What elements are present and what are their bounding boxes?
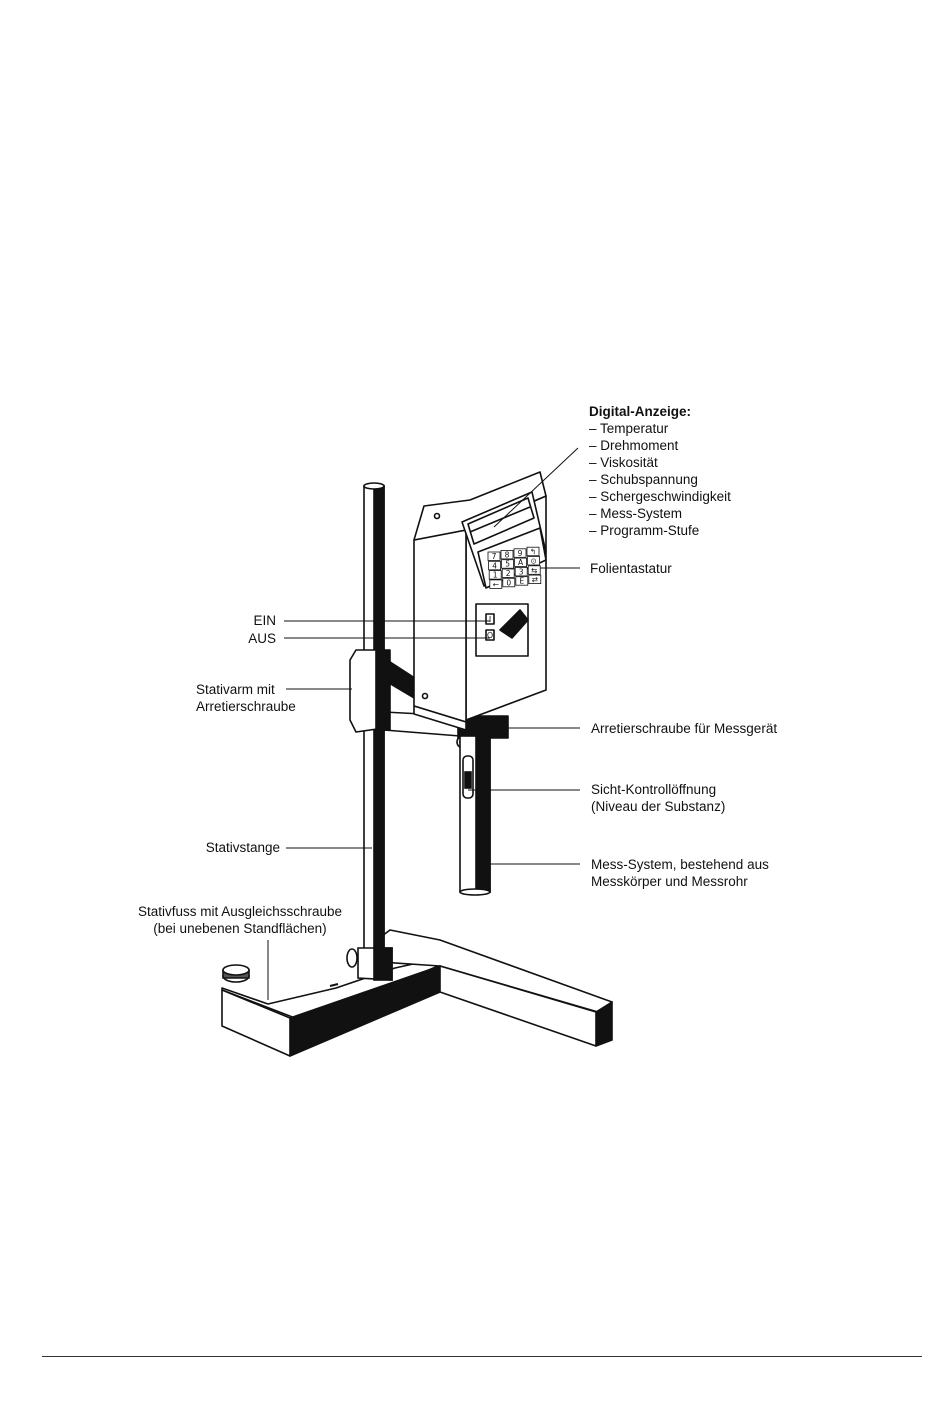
keypad-key xyxy=(501,559,515,569)
sight-window-label-line2: (Niveau der Substanz) xyxy=(591,799,726,814)
stand-foot-label-line2: (bei unebenen Standflächen) xyxy=(153,921,327,936)
measuring-system-label-line1: Mess-System, bestehend aus xyxy=(591,857,769,872)
off-label: AUS xyxy=(248,631,276,646)
display-item-torque: – Drehmoment xyxy=(589,438,679,453)
display-item-temperature: – Temperatur xyxy=(589,421,669,436)
keypad-key-label: ↰ xyxy=(530,547,536,556)
keypad-key xyxy=(514,567,528,577)
keypad-key xyxy=(489,579,503,589)
keypad-key xyxy=(528,574,542,584)
measuring-tube xyxy=(459,735,491,896)
keypad-key xyxy=(527,565,541,575)
display-item-program-step: – Programm-Stufe xyxy=(589,523,700,538)
keypad-key-label: 8 xyxy=(505,550,510,559)
keypad-key xyxy=(502,577,516,588)
keypad-key-label: A xyxy=(518,558,524,567)
keypad-key-label: 2 xyxy=(506,569,511,578)
on-label: EIN xyxy=(253,613,276,628)
keypad-key xyxy=(488,560,502,571)
display-item-viscosity: – Viskosität xyxy=(589,455,658,470)
leader-digital-display xyxy=(493,447,579,528)
stand-foot-label: Stativfuss mit Ausgleichsschraube (bei u… xyxy=(120,903,360,937)
keypad-key-label: 1 xyxy=(493,571,498,580)
switch-off-symbol: O xyxy=(487,631,493,640)
digital-display-label: Digital-Anzeige: – Temperatur – Drehmome… xyxy=(589,403,731,539)
digital-display-heading: Digital-Anzeige: xyxy=(589,404,692,419)
keypad-key-label: 0 xyxy=(506,578,511,587)
keypad-key xyxy=(514,557,527,567)
stand-arm-label: Stativarm mit Arretierschraube xyxy=(196,681,296,715)
keypad-key xyxy=(487,551,501,561)
keypad-key-label: 9 xyxy=(518,549,523,558)
stand-foot xyxy=(221,929,613,1057)
display-item-measuring-system: – Mess-System xyxy=(589,506,683,521)
keypad-key xyxy=(527,556,540,566)
sight-window-label: Sicht-Kontrollöffnung (Niveau der Substa… xyxy=(591,781,725,815)
keypad-key xyxy=(500,550,514,560)
footer-rule xyxy=(42,1356,922,1357)
stand-arm-label-line1: Stativarm mit xyxy=(196,682,275,697)
stand-arm-label-line2: Arretierschraube xyxy=(196,699,296,714)
keypad-key xyxy=(513,548,527,558)
display-item-shear-rate: – Schergeschwindigkeit xyxy=(589,489,731,504)
stand-foot-label-line1: Stativfuss mit Ausgleichsschraube xyxy=(137,904,343,919)
keypad-key-label: 3 xyxy=(519,567,524,576)
keypad-key-label: ⇆ xyxy=(531,566,537,575)
sight-window-label-line1: Sicht-Kontrollöffnung xyxy=(591,782,717,797)
keypad-key xyxy=(501,568,515,578)
lock-screw-label: Arretierschraube für Messgerät xyxy=(591,721,778,736)
stand-rod-label: Stativstange xyxy=(205,840,280,855)
keypad-key-label: ⊙ xyxy=(530,557,536,566)
keypad-key-label: 5 xyxy=(505,560,510,569)
keypad-key-label: ← xyxy=(493,580,499,589)
measuring-system-label: Mess-System, bestehend aus Messkörper un… xyxy=(591,856,769,890)
keypad-key-label: ⇄ xyxy=(532,575,538,584)
keypad-key xyxy=(515,576,529,586)
switch-on-symbol: I xyxy=(489,615,491,624)
measuring-system-label-line2: Messkörper und Messrohr xyxy=(591,874,748,889)
keypad-label: Folientastatur xyxy=(590,561,672,576)
keypad-key xyxy=(526,546,540,557)
keypad-key xyxy=(488,570,502,580)
keypad-key-label: 4 xyxy=(492,561,497,570)
keypad-key-label: 7 xyxy=(492,552,497,561)
display-item-shear-stress: – Schubspannung xyxy=(589,472,698,487)
keypad-key-label: E xyxy=(519,577,524,586)
